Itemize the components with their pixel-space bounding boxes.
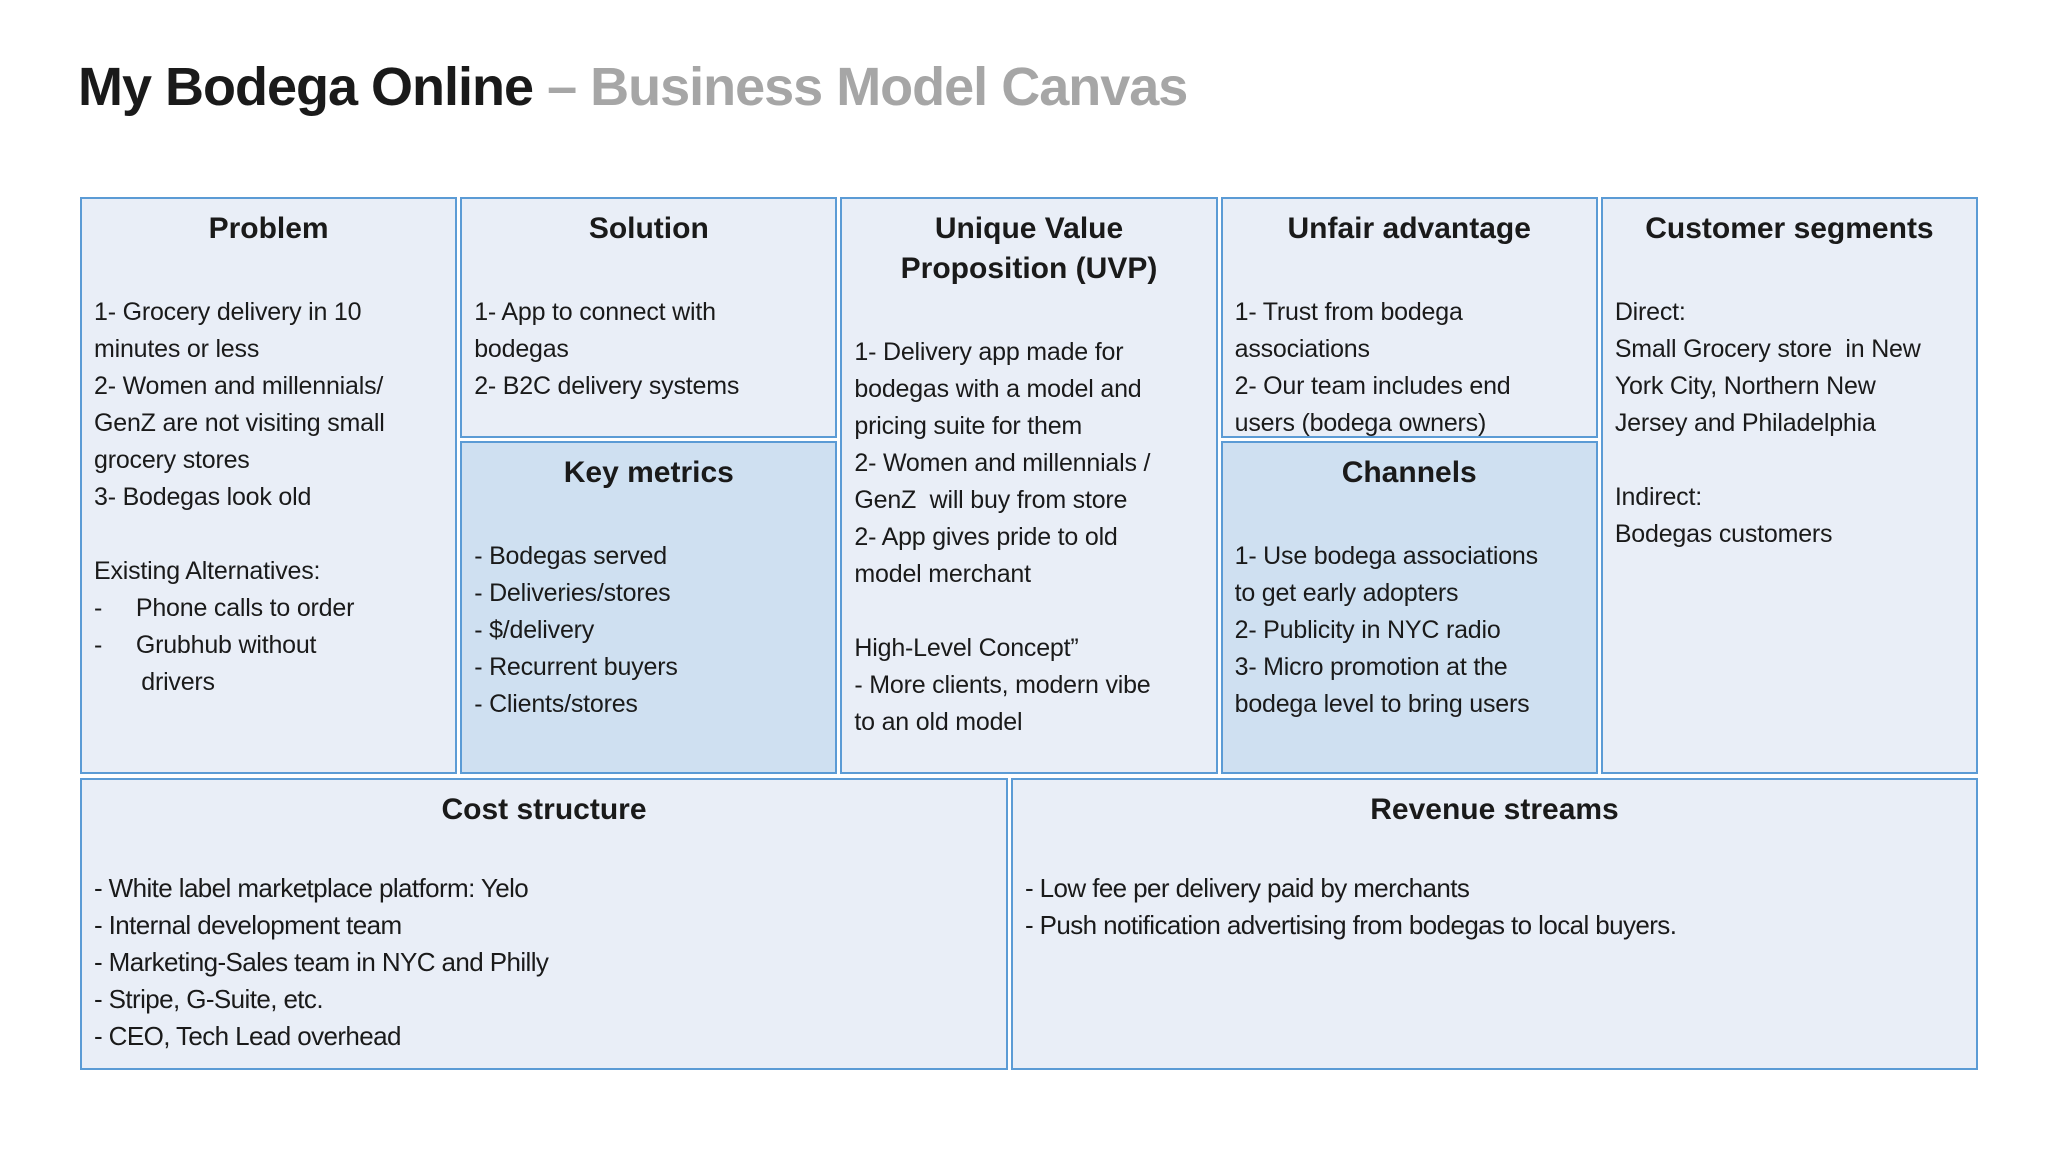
page-title: My Bodega Online– Business Model Canvas xyxy=(78,56,1188,118)
canvas-top-row: Problem 1- Grocery delivery in 10 minute… xyxy=(80,197,1979,774)
cost-structure-box: Cost structure - White label marketplace… xyxy=(80,778,1008,1070)
key-metrics-title: Key metrics xyxy=(563,456,734,489)
revenue-streams-title: Revenue streams xyxy=(1370,793,1619,826)
solution-body: 1- App to connect with bodegas 2- B2C de… xyxy=(474,298,740,400)
channels-title: Channels xyxy=(1341,456,1477,489)
unfair-advantage-body: 1- Trust from bodega associations 2- Our… xyxy=(1234,298,1511,437)
column-advantage-channels: Unfair advantage 1- Trust from bodega as… xyxy=(1220,197,1598,774)
column-customer-segments: Customer segments Direct: Small Grocery … xyxy=(1600,197,1979,774)
channels-box: Channels 1- Use bodega associations to g… xyxy=(1220,441,1598,774)
page-title-main: My Bodega Online xyxy=(78,57,534,117)
key-metrics-box: Key metrics - Bodegas served - Deliverie… xyxy=(460,441,838,774)
uvp-title: Unique Value Proposition (UVP) xyxy=(900,212,1158,285)
solution-title: Solution xyxy=(588,212,709,245)
cost-structure-body: - White label marketplace platform: Yelo… xyxy=(94,873,549,1051)
channels-body: 1- Use bodega associations to get early … xyxy=(1234,542,1539,718)
column-solution-metrics: Solution 1- App to connect with bodegas … xyxy=(460,197,838,774)
uvp-body: 1- Delivery app made for bodegas with a … xyxy=(854,338,1151,736)
revenue-streams-body: - Low fee per delivery paid by merchants… xyxy=(1025,873,1677,940)
unfair-advantage-box: Unfair advantage 1- Trust from bodega as… xyxy=(1220,197,1598,438)
canvas-grid: Problem 1- Grocery delivery in 10 minute… xyxy=(80,197,1979,1070)
problem-box: Problem 1- Grocery delivery in 10 minute… xyxy=(80,197,458,774)
solution-box: Solution 1- App to connect with bodegas … xyxy=(460,197,838,438)
canvas-bottom-row: Cost structure - White label marketplace… xyxy=(80,778,1978,1070)
uvp-box: Unique Value Proposition (UVP) 1- Delive… xyxy=(840,197,1218,774)
key-metrics-body: - Bodegas served - Deliveries/stores - $… xyxy=(474,542,678,718)
cost-structure-title: Cost structure xyxy=(441,793,647,826)
column-uvp: Unique Value Proposition (UVP) 1- Delive… xyxy=(840,197,1218,774)
problem-body: 1- Grocery delivery in 10 minutes or les… xyxy=(94,298,385,696)
customer-segments-title: Customer segments xyxy=(1645,212,1934,245)
customer-segments-body: Direct: Small Grocery store in New York … xyxy=(1614,298,1921,548)
unfair-advantage-title: Unfair advantage xyxy=(1287,212,1531,245)
customer-segments-box: Customer segments Direct: Small Grocery … xyxy=(1600,197,1979,774)
revenue-streams-box: Revenue streams - Low fee per delivery p… xyxy=(1011,778,1978,1070)
page-title-subtitle: – Business Model Canvas xyxy=(547,57,1188,117)
column-problem: Problem 1- Grocery delivery in 10 minute… xyxy=(80,197,458,774)
problem-title: Problem xyxy=(208,212,329,245)
